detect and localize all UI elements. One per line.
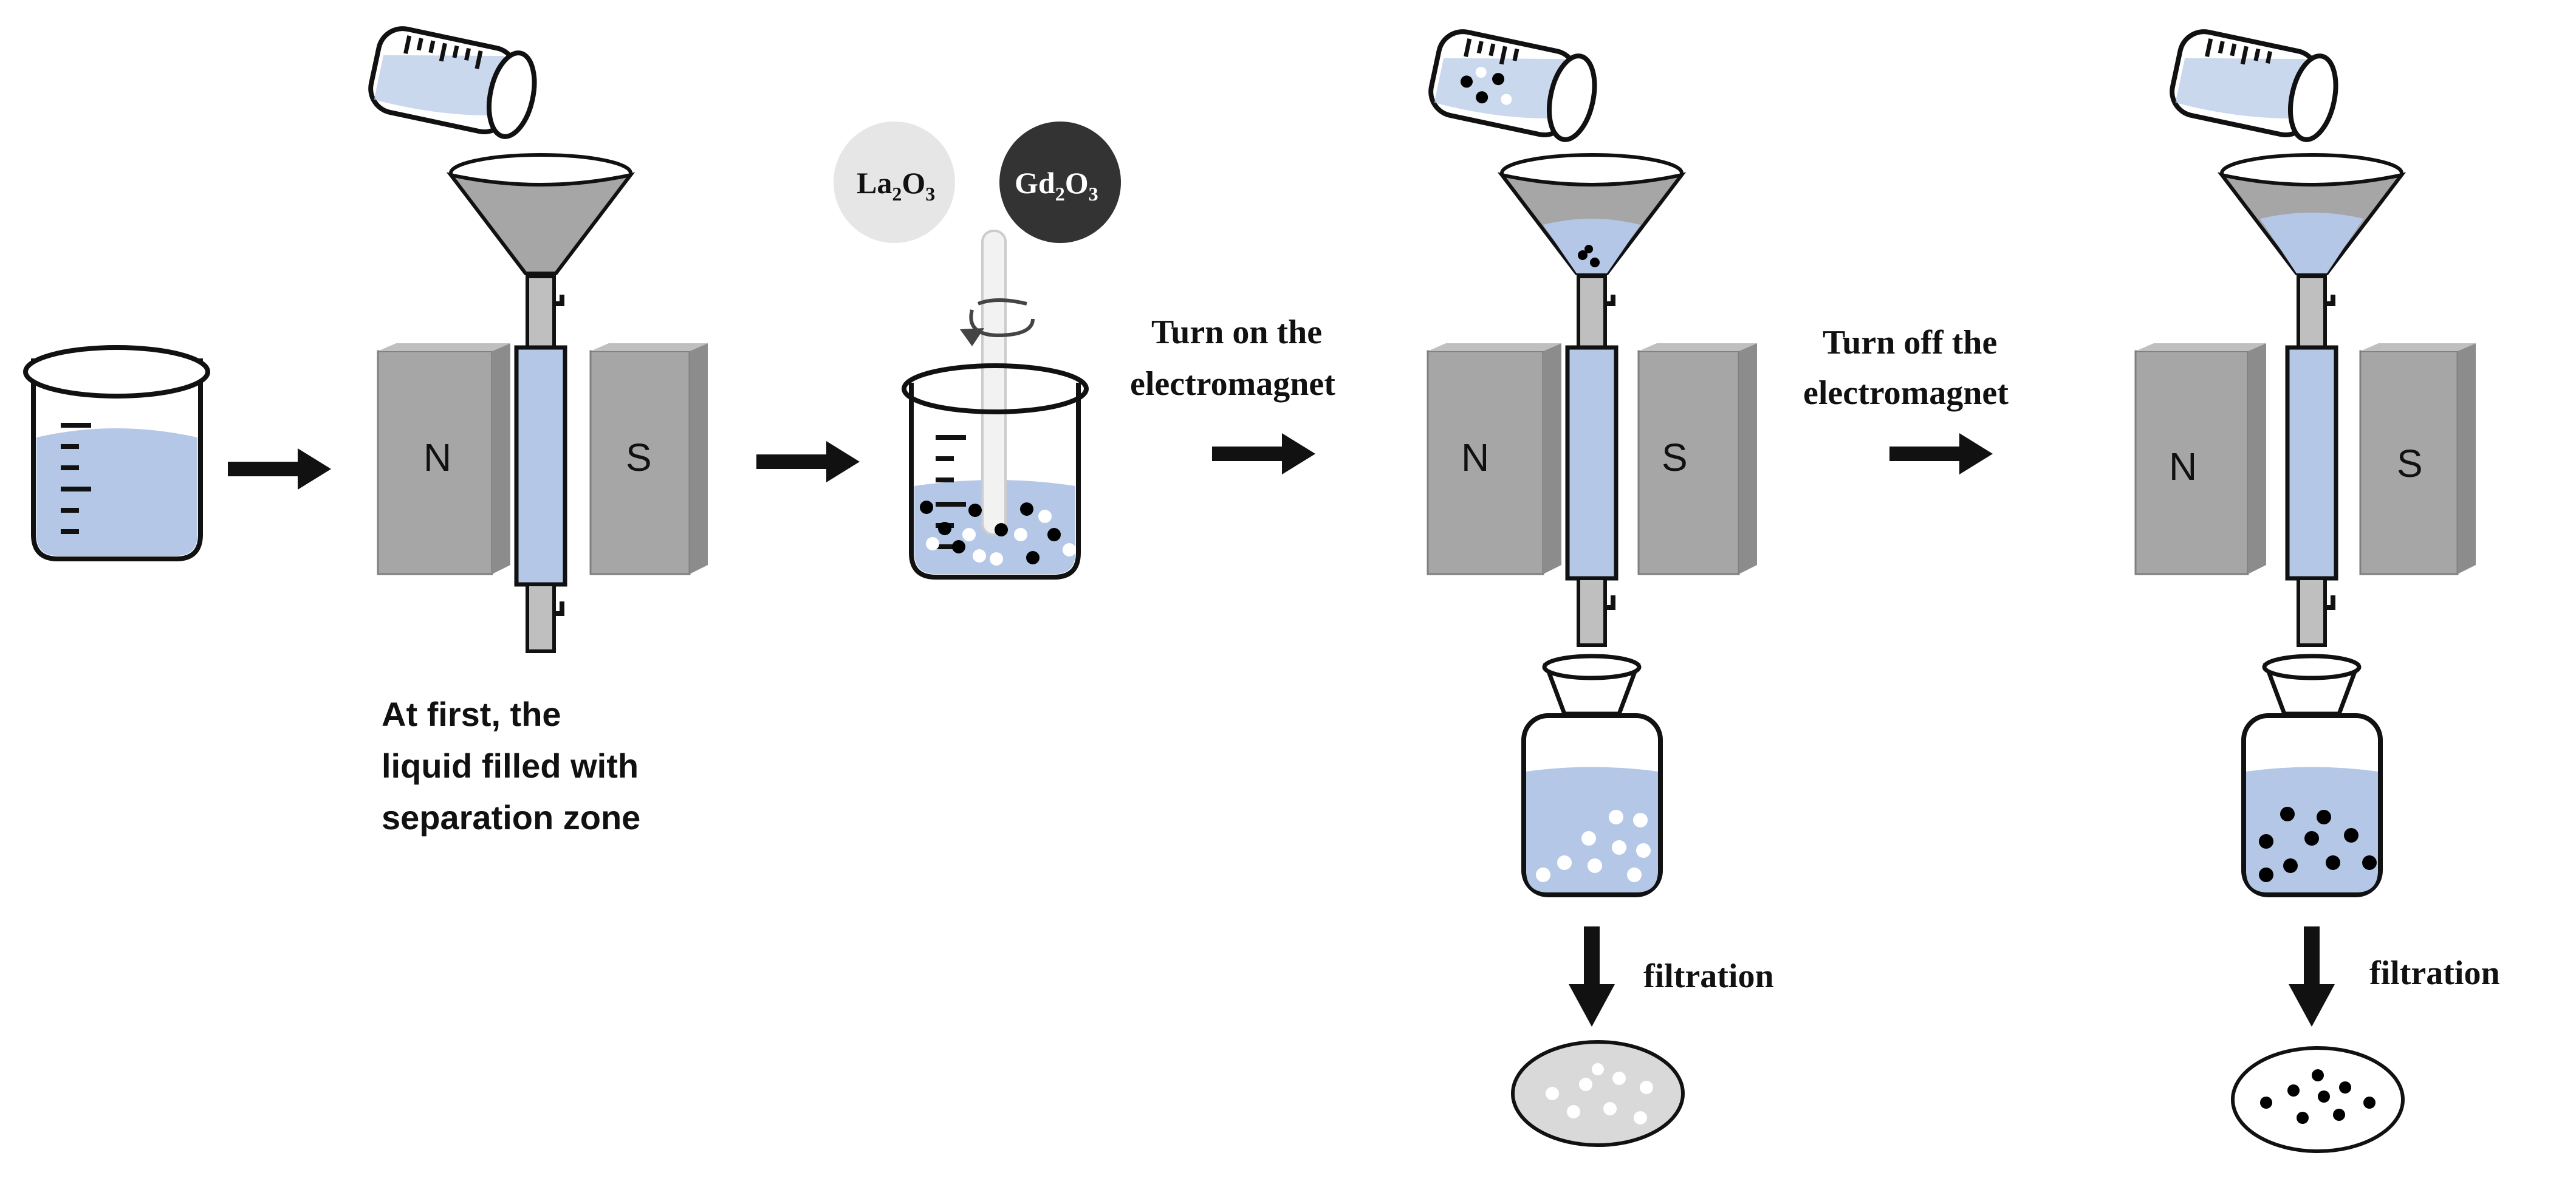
- mixing-step: La2O3 Gd2O3: [834, 122, 1121, 580]
- filtration-label-1: filtration: [1643, 957, 1774, 995]
- note-line-3: separation zone: [382, 798, 640, 837]
- white-particles-bottle: [1536, 810, 1651, 882]
- mixed-particles: [920, 501, 1076, 566]
- separator-3: N S filtration: [2134, 29, 2500, 1153]
- separator-2: N S filtration: [1427, 29, 1774, 1147]
- note-line-1: At first, the: [382, 695, 561, 733]
- magnet-n-2: N: [1427, 343, 1561, 575]
- arrow-2: [756, 441, 860, 482]
- beaker-scale-marks: [61, 423, 91, 534]
- svg-text:S: S: [2397, 442, 2423, 485]
- pole-s-label: S: [626, 436, 652, 479]
- initial-beaker: [23, 345, 210, 561]
- svg-text:Turn on the: Turn on the: [1151, 313, 1322, 351]
- black-particles-bottle: [2259, 807, 2377, 882]
- svg-text:electromagnet: electromagnet: [1803, 374, 2009, 412]
- la2o3-label: La2O3: [857, 166, 935, 205]
- la2o3-bubble: La2O3: [834, 122, 955, 243]
- flow-arrows: [228, 433, 1993, 490]
- step-label-off: Turn off the electromagnet: [1803, 324, 2009, 412]
- svg-text:N: N: [1461, 436, 1489, 479]
- magnet-n-3: N: [2134, 343, 2266, 575]
- magnet-s-3: S: [2359, 343, 2476, 575]
- filtration-label-2: filtration: [2369, 954, 2500, 992]
- pouring-cup-3: [2170, 29, 2338, 142]
- arrow-4: [1889, 433, 1993, 474]
- magnet-n-1: N: [377, 343, 510, 575]
- svg-text:N: N: [2169, 445, 2197, 488]
- initial-note: At first, the liquid filled with separat…: [382, 695, 640, 837]
- arrow-3: [1212, 433, 1315, 474]
- white-particles-filter: [1546, 1063, 1653, 1125]
- gd2o3-label: Gd2O3: [1015, 166, 1098, 205]
- svg-text:S: S: [1662, 436, 1688, 479]
- gd2o3-bubble: Gd2O3: [999, 122, 1121, 243]
- pole-n-label: N: [423, 436, 451, 479]
- svg-text:Turn off the: Turn off the: [1823, 324, 1997, 361]
- magnet-s-1: S: [589, 343, 708, 575]
- step-label-on: Turn on the electromagnet: [1130, 313, 1335, 403]
- note-line-2: liquid filled with: [382, 747, 639, 785]
- magnet-s-2: S: [1637, 343, 1757, 575]
- pouring-cup-2: [1428, 29, 1597, 142]
- pouring-cup-1: [368, 26, 537, 139]
- arrow-1: [228, 448, 331, 490]
- black-particles-filter: [2260, 1069, 2376, 1124]
- separator-1: N S: [368, 26, 708, 653]
- svg-text:electromagnet: electromagnet: [1130, 365, 1335, 403]
